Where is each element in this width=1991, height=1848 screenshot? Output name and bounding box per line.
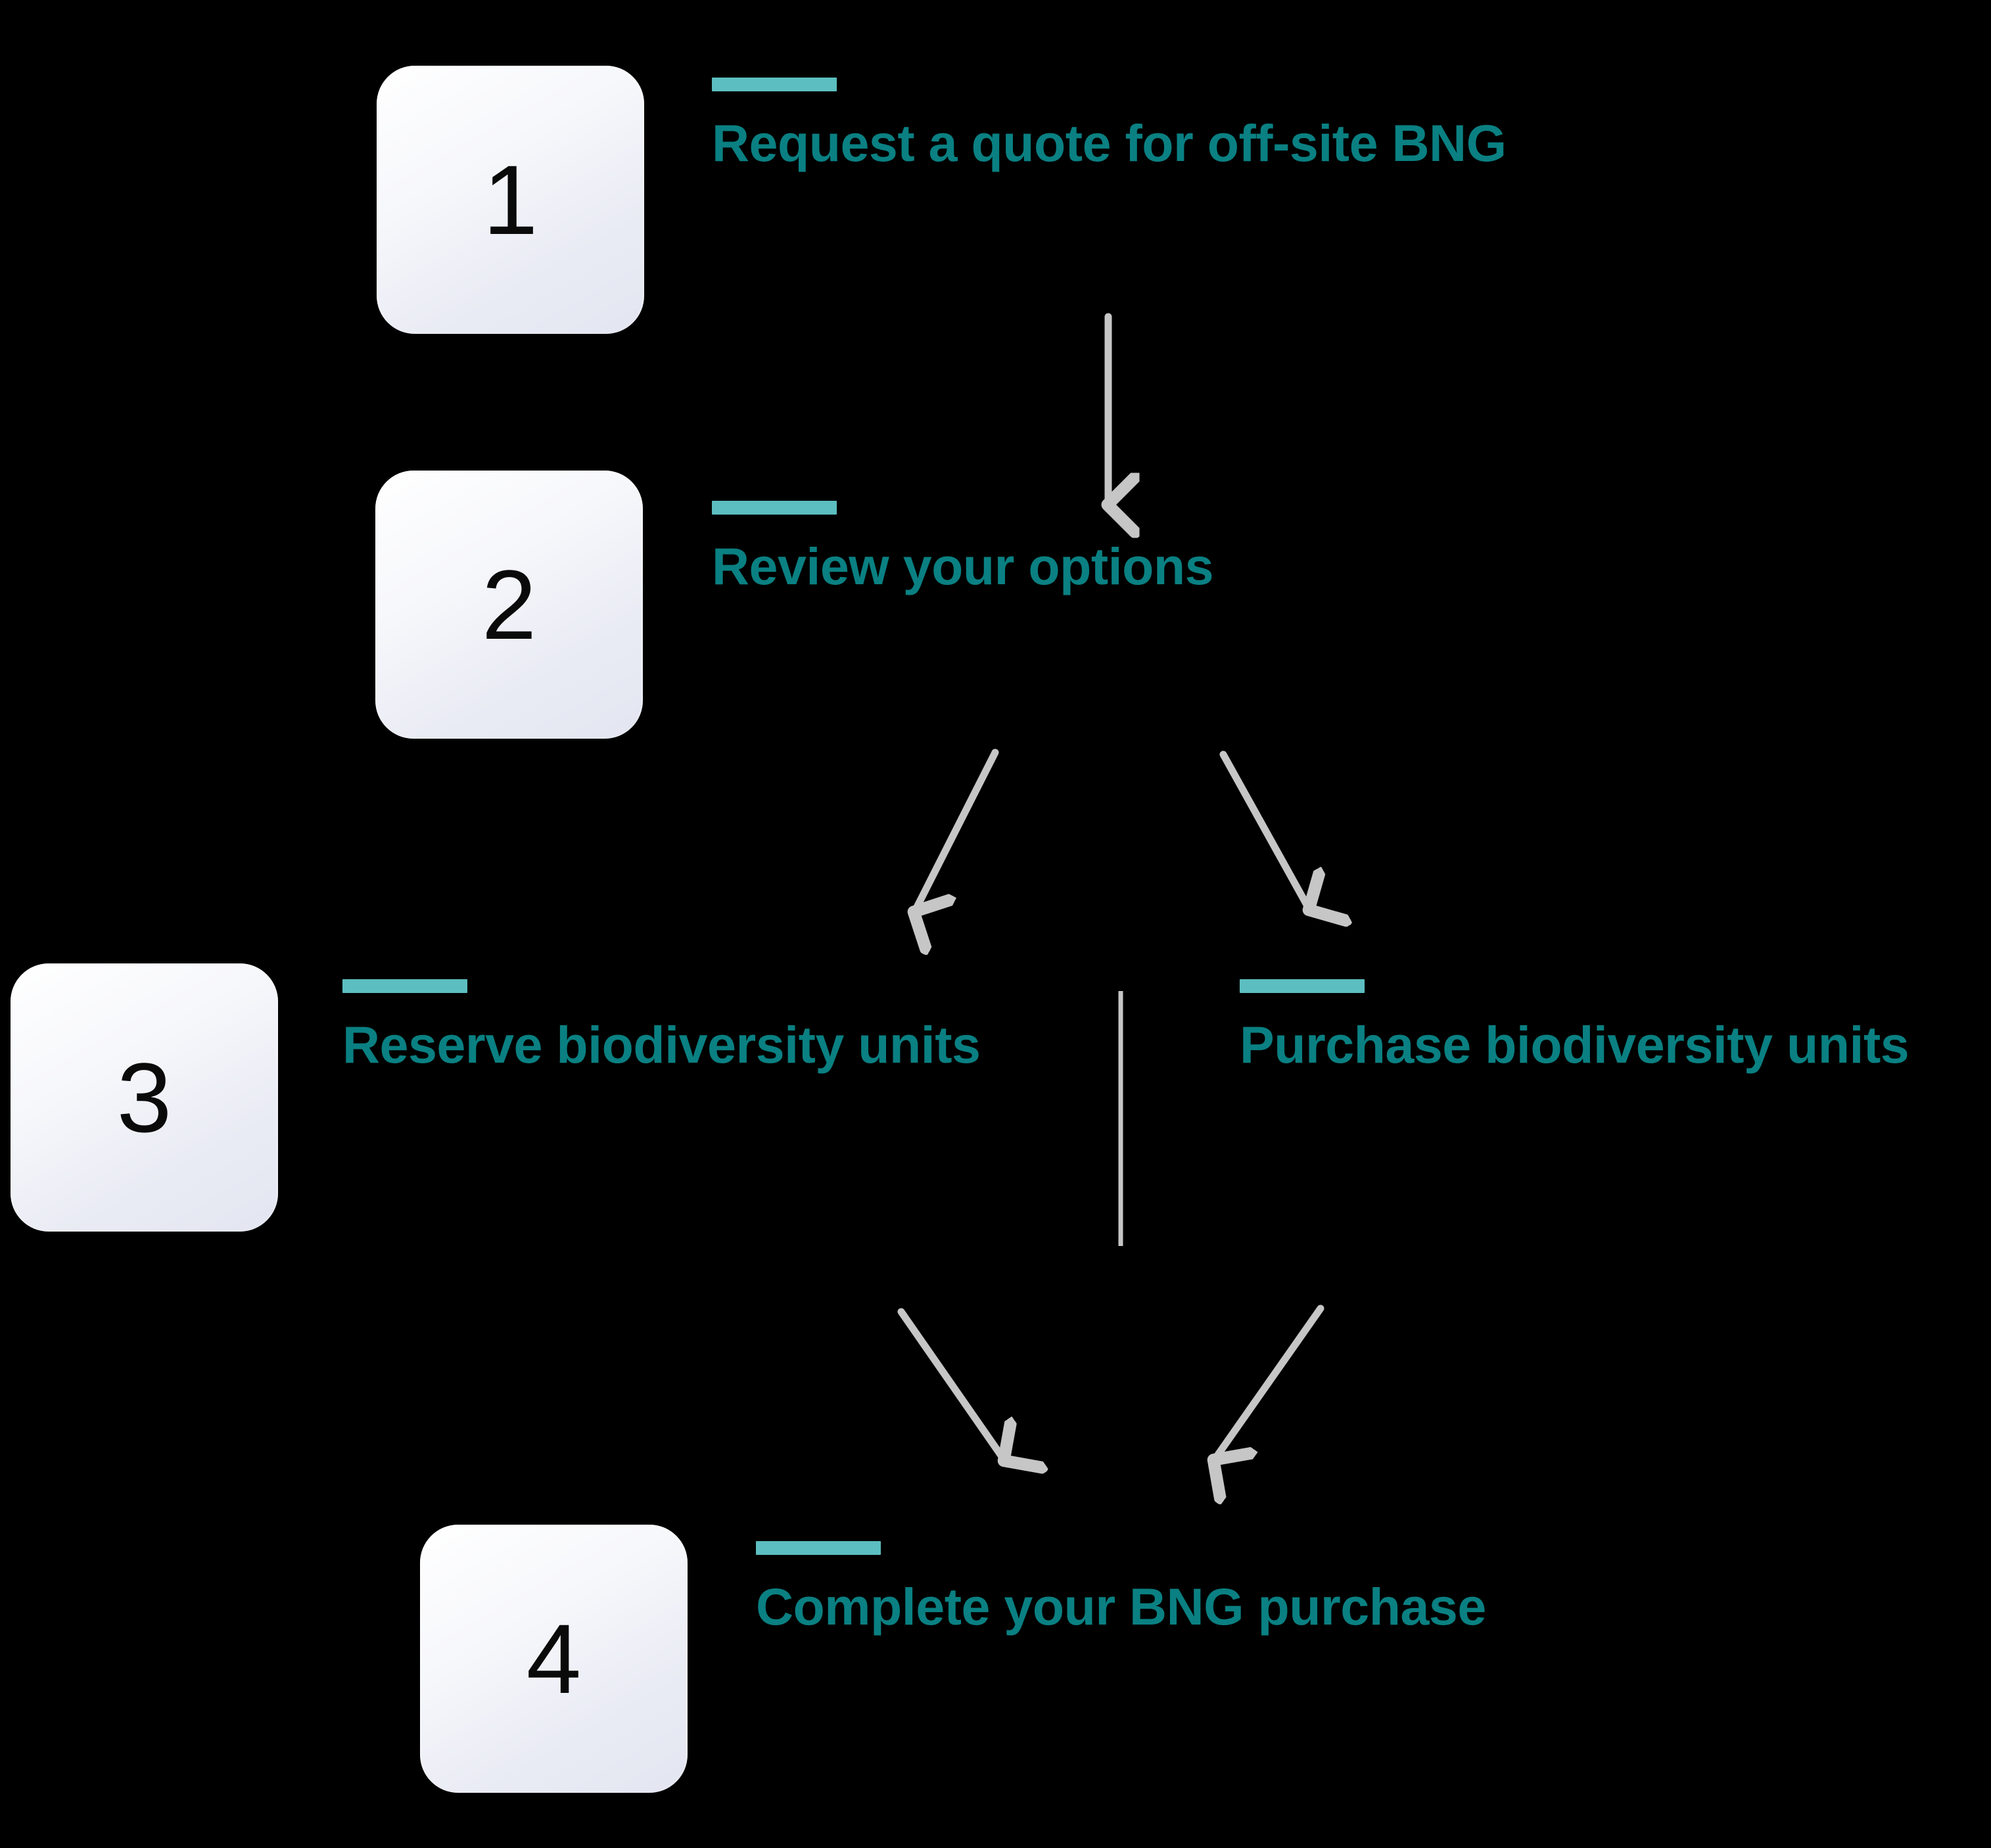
step-3-number-card: 3 — [11, 963, 278, 1232]
step-4-label-block: Complete your BNG purchase — [756, 1541, 1486, 1634]
step-2-accent-bar — [712, 501, 837, 515]
step-4-accent-bar — [756, 1541, 881, 1555]
step-3-purchase-label-block: Purchase biodiversity units — [1240, 979, 1909, 1072]
step-1-number: 1 — [482, 145, 538, 255]
step-1-label-block: Request a quote for off-site BNG — [712, 78, 1507, 170]
step-1-accent-bar — [712, 78, 837, 91]
step-1-title: Request a quote for off-site BNG — [712, 114, 1507, 172]
step-1-number-card: 1 — [377, 66, 644, 334]
arrow-step2-to-reserve — [914, 749, 999, 912]
step-4-number-card: 4 — [420, 1525, 688, 1793]
step-3-reserve-label-block: Reserve biodiversity units — [342, 979, 981, 1072]
step-3-purchase-accent-bar — [1240, 979, 1365, 993]
step-4-title: Complete your BNG purchase — [756, 1577, 1486, 1636]
step-3-number: 3 — [116, 1042, 172, 1153]
step-2-number: 2 — [481, 549, 537, 660]
arrow-purchase-to-step4 — [1214, 1305, 1324, 1460]
step-2-title: Review your options — [712, 537, 1214, 595]
step-2-number-card: 2 — [375, 471, 643, 739]
step-3-purchase-title: Purchase biodiversity units — [1240, 1015, 1909, 1074]
arrow-step2-to-purchase — [1219, 751, 1309, 910]
step-4-number: 4 — [526, 1604, 582, 1714]
arrow-reserve-to-step4 — [897, 1308, 1004, 1460]
step-3-reserve-title: Reserve biodiversity units — [342, 1015, 981, 1074]
step-2-label-block: Review your options — [712, 501, 1214, 595]
step-3-reserve-accent-bar — [342, 979, 467, 993]
